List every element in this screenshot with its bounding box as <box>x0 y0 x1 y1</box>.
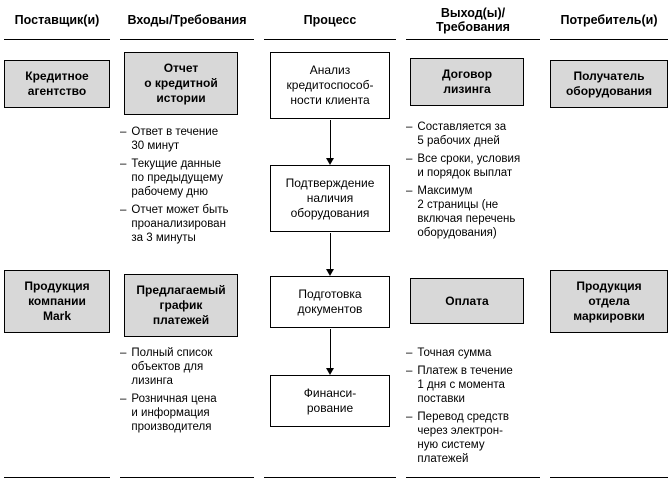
bullet-text: Максимум 2 страницы (не включая перечень… <box>417 185 516 240</box>
process-step-equipment-confirmation: Подтверждение наличия оборудования <box>270 165 390 232</box>
payment-schedule-requirements-list: – Полный список объектов для лизинга – Р… <box>120 346 254 438</box>
box-mark-company-products: Продукция компании Mark <box>4 270 110 333</box>
box-equipment-recipient: Получатель оборудования <box>550 60 668 108</box>
bullet-dash: – <box>120 347 127 359</box>
column-process: Процесс Анализ кредитоспособ- ности клие… <box>264 4 396 478</box>
column-outputs: Выход(ы)/ Требования Договор лизинга – С… <box>406 4 540 478</box>
bullet-item: – Отчет может быть проанализирован за 3 … <box>120 203 254 245</box>
bullet-dash: – <box>120 393 127 406</box>
column-body-suppliers: Кредитное агентство Продукция компании M… <box>4 40 110 477</box>
bullet-item: – Все сроки, условия и порядок выплат <box>406 152 540 180</box>
column-inputs: Входы/Требования Отчет о кредитной истор… <box>120 4 254 478</box>
bullet-dash: – <box>406 365 413 378</box>
column-customers: Потребитель(и) Получатель оборудования П… <box>550 4 668 478</box>
bullet-item: – Перевод средств через электрон- ную си… <box>406 410 540 466</box>
bullet-dash: – <box>406 347 413 359</box>
bullet-dash: – <box>406 153 413 166</box>
arrow-shaft <box>329 233 331 269</box>
box-leasing-contract: Договор лизинга <box>410 58 524 106</box>
bullet-dash: – <box>120 204 127 217</box>
column-header-outputs: Выход(ы)/ Требования <box>406 4 540 40</box>
bullet-text: Составляется за 5 рабочих дней <box>417 121 507 148</box>
bullet-item: – Розничная цена и информация производит… <box>120 392 254 434</box>
arrow-down-icon <box>326 233 334 276</box>
bullet-dash: – <box>406 185 413 198</box>
column-body-inputs: Отчет о кредитной истории – Ответ в тече… <box>120 40 254 477</box>
bullet-dash: – <box>406 411 413 424</box>
bullet-text: Ответ в течение 30 минут <box>131 126 219 153</box>
process-step-financing: Финанси- рование <box>270 375 390 427</box>
bullet-text: Платеж в течение 1 дня с момента поставк… <box>417 365 513 406</box>
column-header-inputs: Входы/Требования <box>120 4 254 40</box>
column-suppliers: Поставщик(и) Кредитное агентство Продукц… <box>4 4 110 478</box>
bullet-item: – Текущие данные по предыдущему рабочему… <box>120 157 254 199</box>
bullet-text: Розничная цена и информация производител… <box>131 393 217 434</box>
bullet-item: – Точная сумма <box>406 346 540 360</box>
box-payment: Оплата <box>410 278 524 324</box>
bullet-item: – Платеж в течение 1 дня с момента поста… <box>406 364 540 406</box>
payment-requirements-list: – Точная сумма – Платеж в течение 1 дня … <box>406 346 540 470</box>
bullet-text: Отчет может быть проанализирован за 3 ми… <box>131 204 229 245</box>
column-body-outputs: Договор лизинга – Составляется за 5 рабо… <box>406 40 540 477</box>
bullet-item: – Максимум 2 страницы (не включая перече… <box>406 184 540 240</box>
bullet-dash: – <box>120 158 127 171</box>
bullet-text: Все сроки, условия и порядок выплат <box>417 153 521 180</box>
bullet-item: – Ответ в течение 30 минут <box>120 125 254 153</box>
leasing-contract-requirements-list: – Составляется за 5 рабочих дней – Все с… <box>406 120 540 244</box>
arrow-down-icon <box>326 329 334 375</box>
process-step-document-preparation: Подготовка документов <box>270 276 390 328</box>
bullet-dash: – <box>406 121 413 133</box>
arrow-shaft <box>329 329 331 368</box>
arrow-head <box>326 368 334 375</box>
bullet-text: Точная сумма <box>417 347 492 359</box>
column-header-suppliers: Поставщик(и) <box>4 4 110 40</box>
column-body-customers: Получатель оборудования Продукция отдела… <box>550 40 668 477</box>
arrow-shaft <box>329 120 331 158</box>
column-header-process: Процесс <box>264 4 396 40</box>
arrow-head <box>326 269 334 276</box>
bullet-item: – Полный список объектов для лизинга <box>120 346 254 388</box>
column-body-process: Анализ кредитоспособ- ности клиента Подт… <box>264 40 396 477</box>
bullet-text: Перевод средств через электрон- ную сист… <box>417 411 510 466</box>
arrow-head <box>326 158 334 165</box>
box-proposed-payment-schedule: Предлагаемый график платежей <box>124 274 238 337</box>
box-credit-agency: Кредитное агентство <box>4 60 110 108</box>
column-header-customers: Потребитель(и) <box>550 4 668 40</box>
arrow-down-icon <box>326 120 334 165</box>
process-step-credit-analysis: Анализ кредитоспособ- ности клиента <box>270 52 390 119</box>
bullet-item: – Составляется за 5 рабочих дней <box>406 120 540 148</box>
credit-report-requirements-list: – Ответ в течение 30 минут – Текущие дан… <box>120 125 254 249</box>
bullet-text: Полный список объектов для лизинга <box>131 347 213 388</box>
bullet-text: Текущие данные по предыдущему рабочему д… <box>131 158 223 199</box>
box-credit-report: Отчет о кредитной истории <box>124 52 238 115</box>
box-labeling-dept-products: Продукция отдела маркировки <box>550 270 668 333</box>
bullet-dash: – <box>120 126 127 138</box>
